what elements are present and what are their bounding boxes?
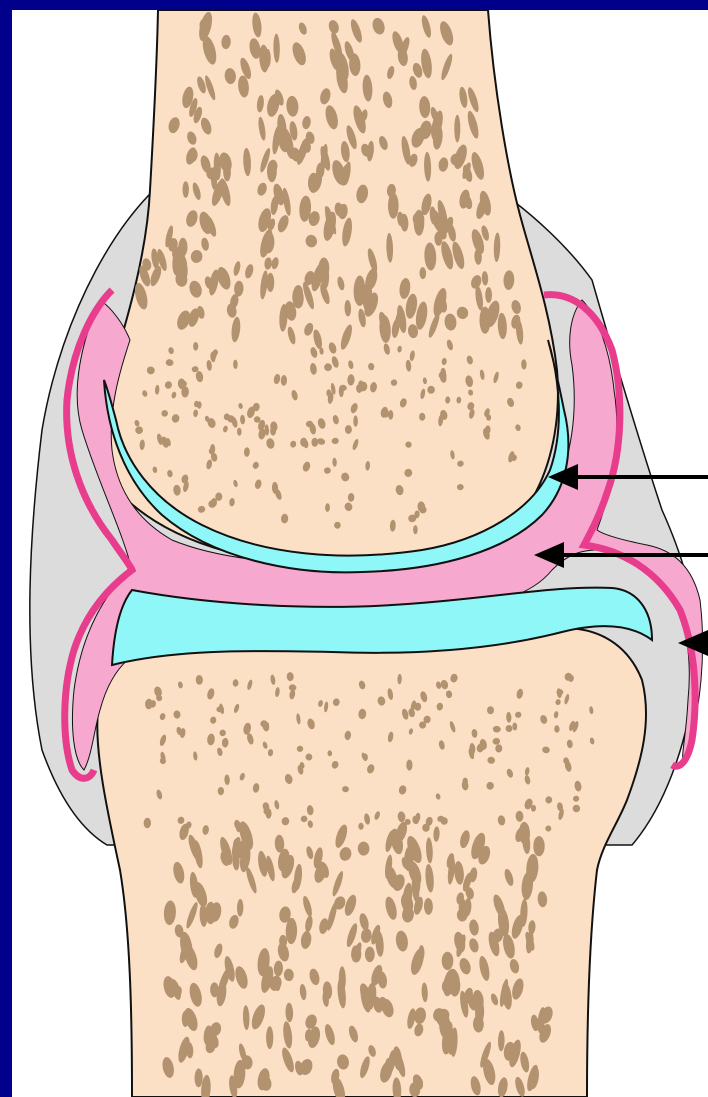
- bone-spot: [311, 438, 318, 447]
- bone-spot: [264, 49, 270, 68]
- bone-spot: [212, 351, 217, 360]
- lower-bone: [97, 628, 646, 1097]
- bone-spot: [480, 307, 491, 334]
- bone-spot: [351, 946, 361, 962]
- bone-spot: [388, 193, 399, 219]
- synovial-joint-diagram: [12, 10, 708, 1097]
- bone-spot: [193, 342, 198, 351]
- bone-spot: [183, 181, 189, 198]
- bone-spot: [254, 416, 261, 422]
- bone-spot: [533, 836, 544, 856]
- bone-spot: [266, 1026, 273, 1049]
- bone-spot: [485, 287, 492, 303]
- bone-spot: [267, 273, 275, 292]
- bone-spot: [365, 947, 375, 963]
- diagram-panel: [12, 10, 708, 1097]
- bone-spot: [388, 410, 393, 420]
- bone-spot: [406, 760, 412, 771]
- bone-spot: [454, 115, 460, 143]
- bone-spot: [442, 952, 454, 970]
- bone-spot: [353, 415, 358, 426]
